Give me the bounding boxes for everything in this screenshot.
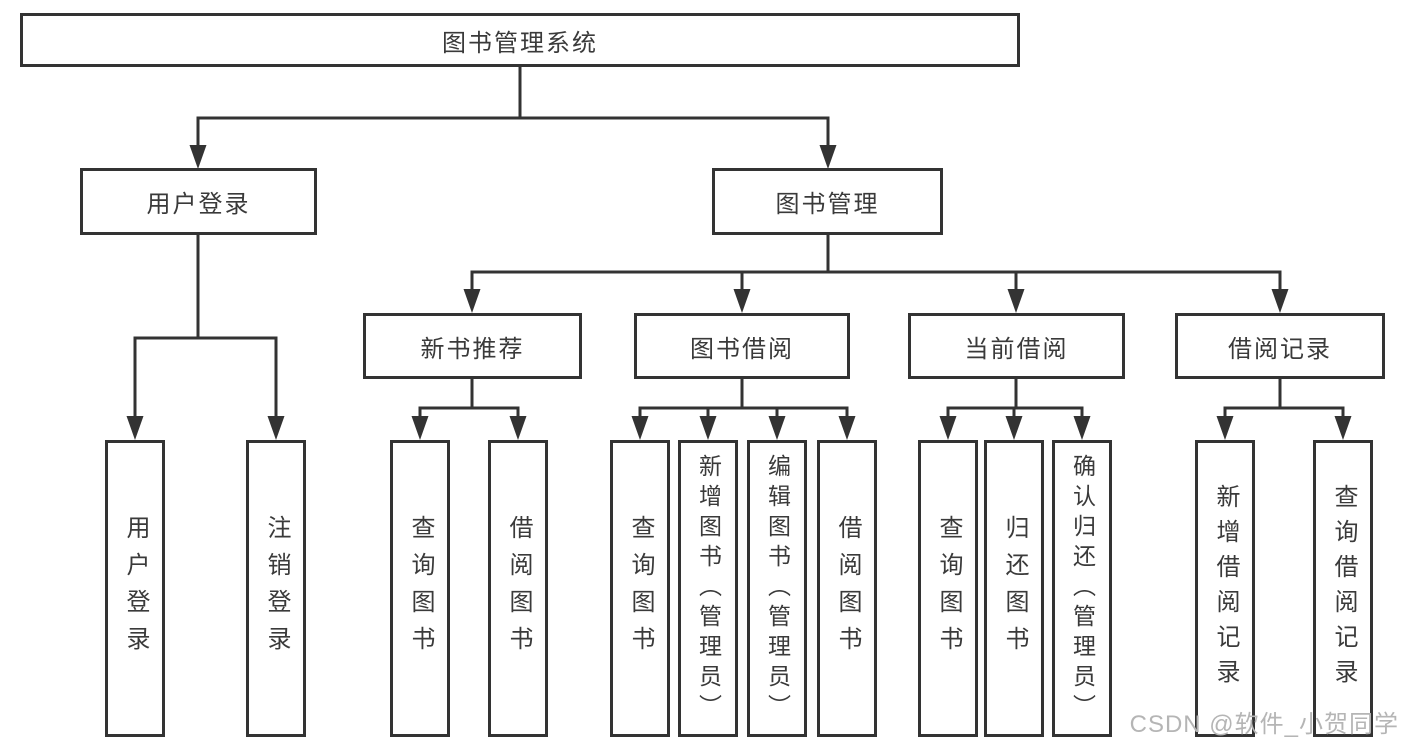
node-book-borrowing-label: 图书借阅 [690,335,794,363]
node-borrowing-records: 借阅记录 [1175,313,1385,379]
arrowhead-icons [126,145,1352,440]
leaf-add-borrow-record: 新增借阅记录 [1195,440,1255,737]
node-root-system: 图书管理系统 [20,13,1020,67]
leaf-logout: 注销登录 [246,440,306,737]
leaf-user-login-label: 用户登录 [122,514,149,663]
leaf-borrow-books-recommend: 借阅图书 [488,440,548,737]
leaf-add-books-admin: 新增图书（管理员） [678,440,738,737]
node-user-login-label: 用户登录 [146,191,251,218]
leaf-return-books-label: 归还图书 [1001,514,1028,663]
node-book-management: 图书管理 [712,168,943,235]
node-current-borrowing: 当前借阅 [908,313,1125,379]
node-book-management-label: 图书管理 [775,191,880,218]
leaf-query-books-borrowing: 查询图书 [610,440,670,737]
leaf-query-books-borrowing-label: 查询图书 [627,514,654,663]
leaf-borrow-books-recommend-label: 借阅图书 [505,514,532,663]
node-book-borrowing: 图书借阅 [634,313,850,379]
node-user-login: 用户登录 [80,168,317,235]
leaf-edit-books-admin-label: 编辑图书（管理员） [764,453,791,724]
leaf-query-borrow-record-label: 查询借阅记录 [1330,483,1357,694]
csdn-watermark: CSDN @软件_小贺同学 [1129,711,1399,738]
leaf-logout-label: 注销登录 [263,514,290,663]
node-current-borrowing-label: 当前借阅 [964,335,1069,363]
leaf-return-books: 归还图书 [984,440,1044,737]
node-new-book-recommend: 新书推荐 [363,313,582,379]
node-borrowing-records-label: 借阅记录 [1228,335,1332,363]
leaf-query-books-current-label: 查询图书 [935,514,962,663]
leaf-confirm-return-admin: 确认归还（管理员） [1052,440,1112,737]
node-new-book-recommend-label: 新书推荐 [420,335,525,363]
leaf-borrow-books: 借阅图书 [817,440,877,737]
leaf-user-login: 用户登录 [105,440,165,737]
leaf-query-books-recommend: 查询图书 [390,440,450,737]
leaf-query-borrow-record: 查询借阅记录 [1313,440,1373,737]
leaf-add-borrow-record-label: 新增借阅记录 [1212,483,1239,694]
leaf-borrow-books-label: 借阅图书 [834,514,861,663]
leaf-query-books-recommend-label: 查询图书 [407,514,434,663]
leaf-add-books-admin-label: 新增图书（管理员） [695,453,722,724]
leaf-query-books-current: 查询图书 [918,440,978,737]
node-root-system-label: 图书管理系统 [442,29,598,57]
leaf-confirm-return-admin-label: 确认归还（管理员） [1069,453,1096,724]
leaf-edit-books-admin: 编辑图书（管理员） [747,440,807,737]
